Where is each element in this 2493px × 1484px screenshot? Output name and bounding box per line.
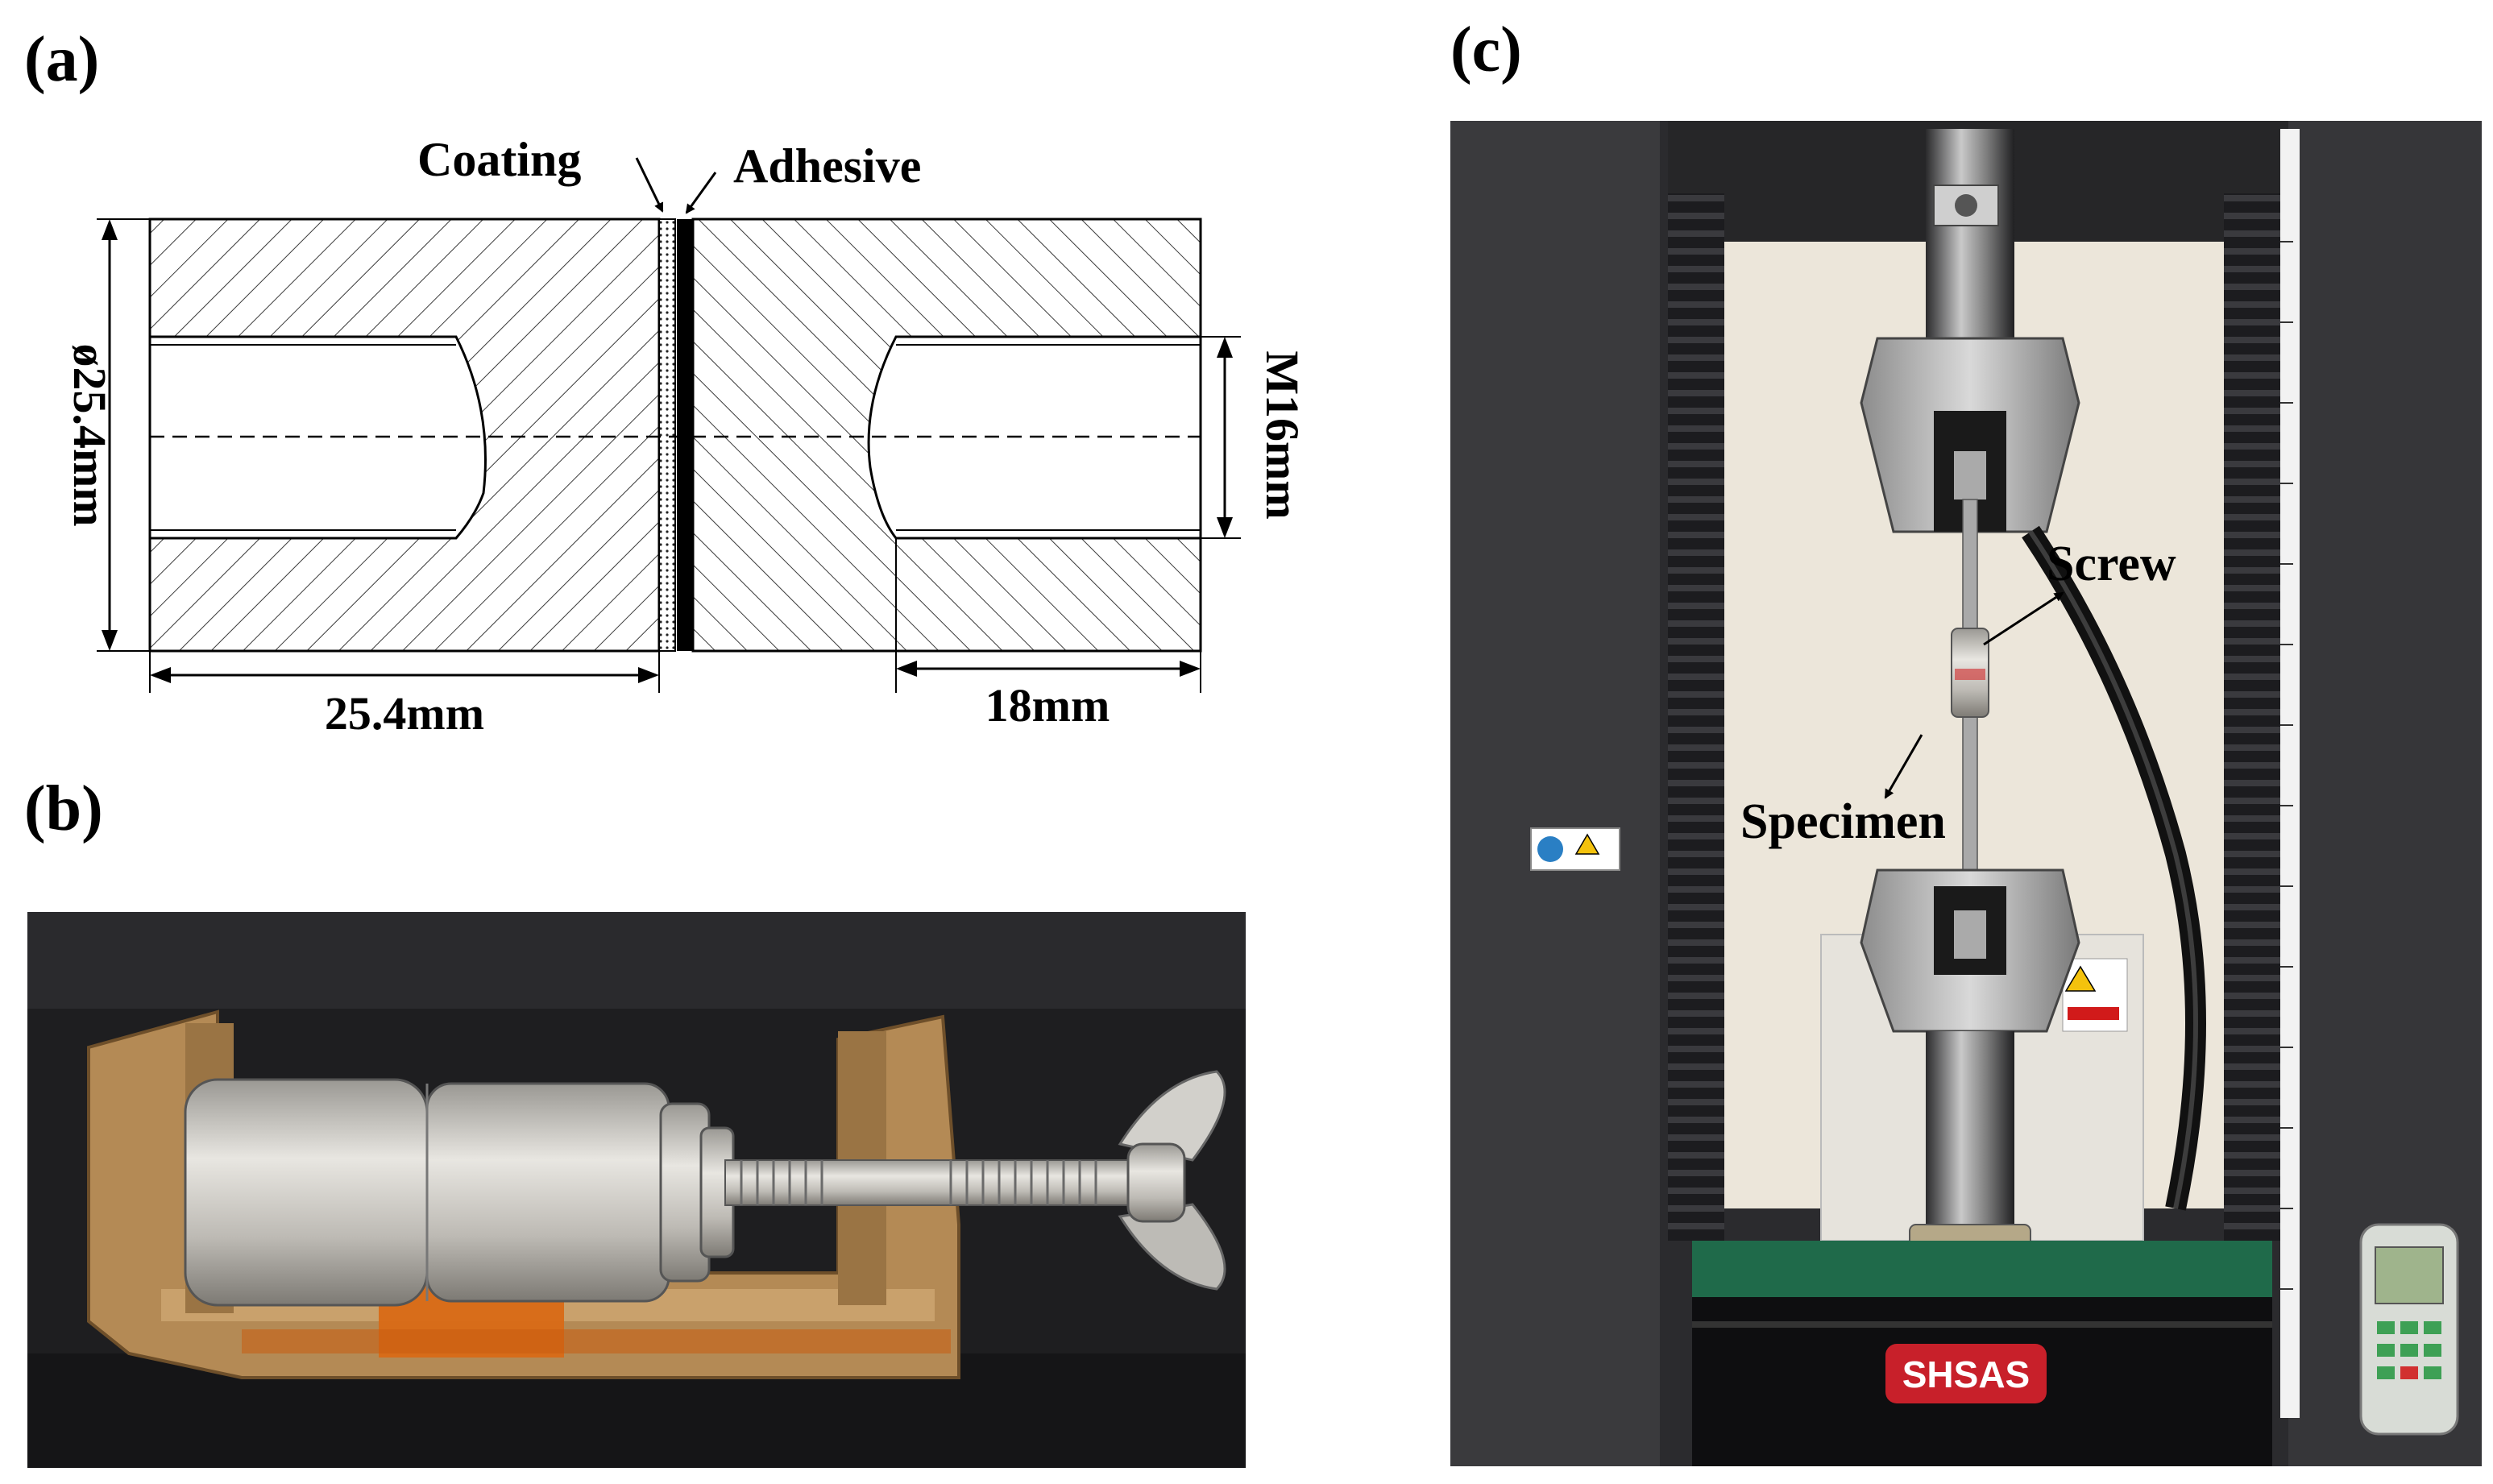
brand-name: SHSAS: [1902, 1353, 2030, 1395]
right-column-louver: [2224, 193, 2280, 1241]
panel-b-label: (b): [24, 773, 103, 844]
coating-layer: [658, 218, 676, 652]
diameter-label: ø25.4mm: [64, 343, 116, 526]
coating-callout: Coating: [417, 133, 581, 186]
wing-nut: [1118, 1070, 1226, 1291]
right-length-label: 18mm: [985, 679, 1110, 732]
screw-callout: Screw: [2047, 537, 2176, 591]
panel-a: (a) Coating Adhesive ø25.4mm: [24, 24, 1309, 740]
specimen-callout: Specimen: [1740, 794, 1946, 849]
handheld-controller: [2359, 1223, 2459, 1436]
panel-b: (b): [24, 773, 1246, 1468]
brand-plate: [1885, 1344, 2047, 1403]
panel-c: (c): [1450, 15, 2482, 1466]
adhesive-layer: [677, 219, 693, 651]
adhesive-arrow: [685, 172, 717, 214]
lower-shaft: [1926, 1031, 2014, 1225]
green-mat: [1692, 1241, 2272, 1297]
clamp-screw: [724, 1159, 1161, 1206]
screw-arrow: [1983, 591, 2064, 646]
specimen-arrow: [1884, 734, 1923, 799]
panel-a-label: (a): [24, 24, 99, 95]
left-column-louver: [1668, 193, 1724, 1241]
panel-c-label: (c): [1450, 15, 1522, 85]
coating-arrow: [635, 157, 664, 213]
thread-label: M16mm: [1256, 350, 1309, 519]
left-length-label: 25.4mm: [325, 687, 484, 740]
adhesive-callout: Adhesive: [733, 139, 921, 193]
left-specimen-cylinder: [184, 1078, 429, 1307]
right-specimen-cylinder: [425, 1082, 670, 1303]
